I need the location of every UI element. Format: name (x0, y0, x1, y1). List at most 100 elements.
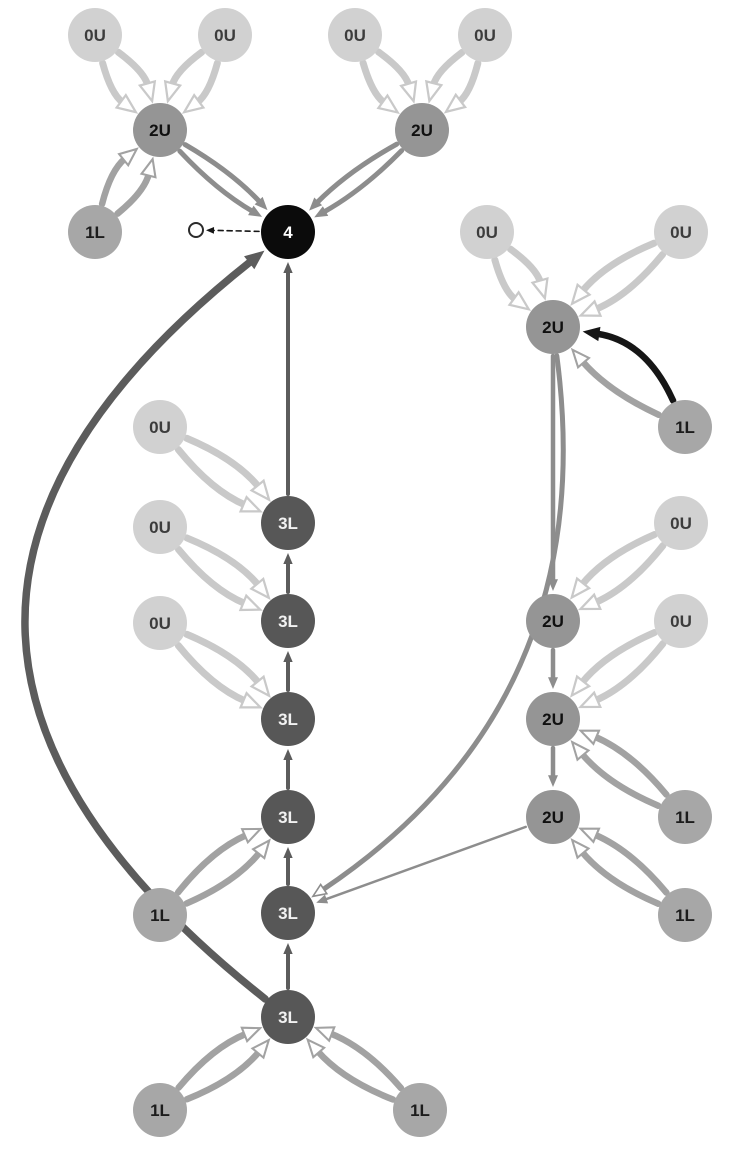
arrowhead-a2u-n4 (254, 196, 268, 211)
edge-d0u2-d2u2 (578, 629, 658, 687)
node-m3l6: 3L (261, 990, 315, 1044)
arrowhead-d0u2-d2u2 (577, 690, 602, 709)
node-circle-d2u1 (526, 594, 580, 648)
node-b0u2: 0U (458, 8, 512, 62)
edge-m1l1-m3l4 (174, 831, 251, 896)
edge-b0u2-b2u (429, 48, 466, 89)
node-circle-m3l6 (261, 990, 315, 1044)
arrowhead-d1l2-d2u3 (570, 838, 591, 860)
node-label-m1l1: 1L (150, 906, 170, 925)
node-label-m3l3: 3L (278, 710, 298, 729)
node-circle-n4 (261, 205, 315, 259)
node-circle-m3l4 (261, 790, 315, 844)
node-circle-d1l1 (658, 790, 712, 844)
node-circle-m1l1 (133, 888, 187, 942)
node-label-m0u2: 0U (149, 518, 171, 537)
node-label-a0u2: 0U (214, 26, 236, 45)
node-circle-b2u (395, 103, 449, 157)
edge-d1l1-d2u2 (591, 733, 670, 798)
node-circle-b0u2 (458, 8, 512, 62)
node-port (188, 222, 204, 238)
arrowhead-m0u3-m3l3 (249, 674, 271, 698)
arrowhead-m3l1-n4 (283, 262, 293, 273)
node-circle-m0u2 (133, 500, 187, 554)
edge-n4-port (211, 229, 260, 233)
node-circle-d2u3 (526, 790, 580, 844)
node-a0u2: 0U (198, 8, 252, 62)
edge-b0u1-b2u (375, 48, 413, 90)
node-m3l3: 3L (261, 692, 315, 746)
node-circle-a1l (68, 205, 122, 259)
edge-b2u-n4 (314, 141, 400, 206)
arrowhead-m3l2-m3l1 (283, 553, 293, 564)
arrowhead-m1l3-m3l6 (313, 1026, 336, 1043)
edge-m1l2-m3l6 (183, 1048, 263, 1103)
node-label-m1l2: 1L (150, 1101, 170, 1120)
edge-d0u1-d2u1 (578, 531, 658, 589)
node-circle-m0u1 (133, 400, 187, 454)
edge-c1l-c2u (578, 357, 662, 419)
edge-d1l2-d2u3 (591, 831, 670, 896)
edge-c0u2-c2u (578, 239, 658, 295)
arrowhead-n4-port (205, 226, 215, 234)
node-circle-c0u1 (460, 205, 514, 259)
arrowhead-c1l-c2u (582, 326, 601, 342)
arrowhead-m1l2-m3l6 (250, 1037, 271, 1060)
arrowhead-d0u2-d2u2 (569, 674, 592, 698)
edge-b0u1-b2u (359, 59, 389, 107)
arrowhead-d1l1-d2u2 (570, 740, 591, 762)
node-a1l: 1L (68, 205, 122, 259)
node-label-c1l: 1L (675, 418, 695, 437)
node-m0u2: 0U (133, 500, 187, 554)
node-circle-m1l2 (133, 1083, 187, 1137)
edge-d1l1-d2u2 (578, 750, 662, 809)
arrowhead-c0u2-c2u (578, 299, 603, 317)
node-label-m3l5: 3L (278, 904, 298, 923)
node-label-m1l3: 1L (410, 1101, 430, 1120)
node-label-m3l1: 3L (278, 514, 298, 533)
arrowhead-d1l2-d2u3 (578, 827, 601, 844)
arrowhead-c2u-m3l5 (311, 883, 329, 898)
edge-m0u3-m3l3 (183, 630, 263, 687)
edge-c2u-m3l5 (319, 353, 566, 893)
node-c0u1: 0U (460, 205, 514, 259)
edges-layer (21, 48, 677, 1103)
node-label-a1l: 1L (85, 223, 105, 242)
arrowhead-a0u2-a2u (163, 79, 183, 104)
node-label-c0u1: 0U (476, 223, 498, 242)
node-circle-a0u2 (198, 8, 252, 62)
node-d0u1: 0U (654, 496, 708, 550)
arrowhead-d0u1-d2u1 (569, 576, 592, 600)
node-c1l: 1L (658, 400, 712, 454)
node-b2u: 2U (395, 103, 449, 157)
edge-d0u2-d2u2 (591, 640, 667, 705)
node-label-d2u1: 2U (542, 612, 564, 631)
node-circle-m0u3 (133, 596, 187, 650)
arrowhead-a1l-a2u (117, 147, 139, 168)
node-c0u2: 0U (654, 205, 708, 259)
edge-m0u2-m3l2 (183, 534, 263, 589)
edge-d2u3-m3l5 (323, 825, 527, 901)
edge-a2u-n4 (182, 142, 263, 205)
node-m3l4: 3L (261, 790, 315, 844)
arrowhead-m1l3-m3l6 (305, 1037, 327, 1059)
node-b0u1: 0U (328, 8, 382, 62)
edge-m1l3-m3l6 (314, 1047, 397, 1103)
node-circle-c0u2 (654, 205, 708, 259)
edge-d0u1-d2u1 (591, 542, 667, 607)
edge-c0u1-c2u (506, 245, 544, 287)
arrowhead-m0u1-m3l1 (249, 478, 271, 502)
edge-m1l3-m3l6 (326, 1030, 405, 1092)
edge-a0u1-a2u (114, 48, 152, 89)
arrowhead-m0u1-m3l1 (238, 495, 263, 513)
node-label-m0u3: 0U (149, 614, 171, 633)
node-m1l1: 1L (133, 888, 187, 942)
arrowhead-m3l4-m3l3 (283, 749, 293, 760)
node-d1l2: 1L (658, 888, 712, 942)
arrowhead-b2u-n4 (314, 206, 329, 218)
edge-m3l6-n4 (21, 257, 270, 1003)
node-d2u1: 2U (526, 594, 580, 648)
node-m3l5: 3L (261, 886, 315, 940)
